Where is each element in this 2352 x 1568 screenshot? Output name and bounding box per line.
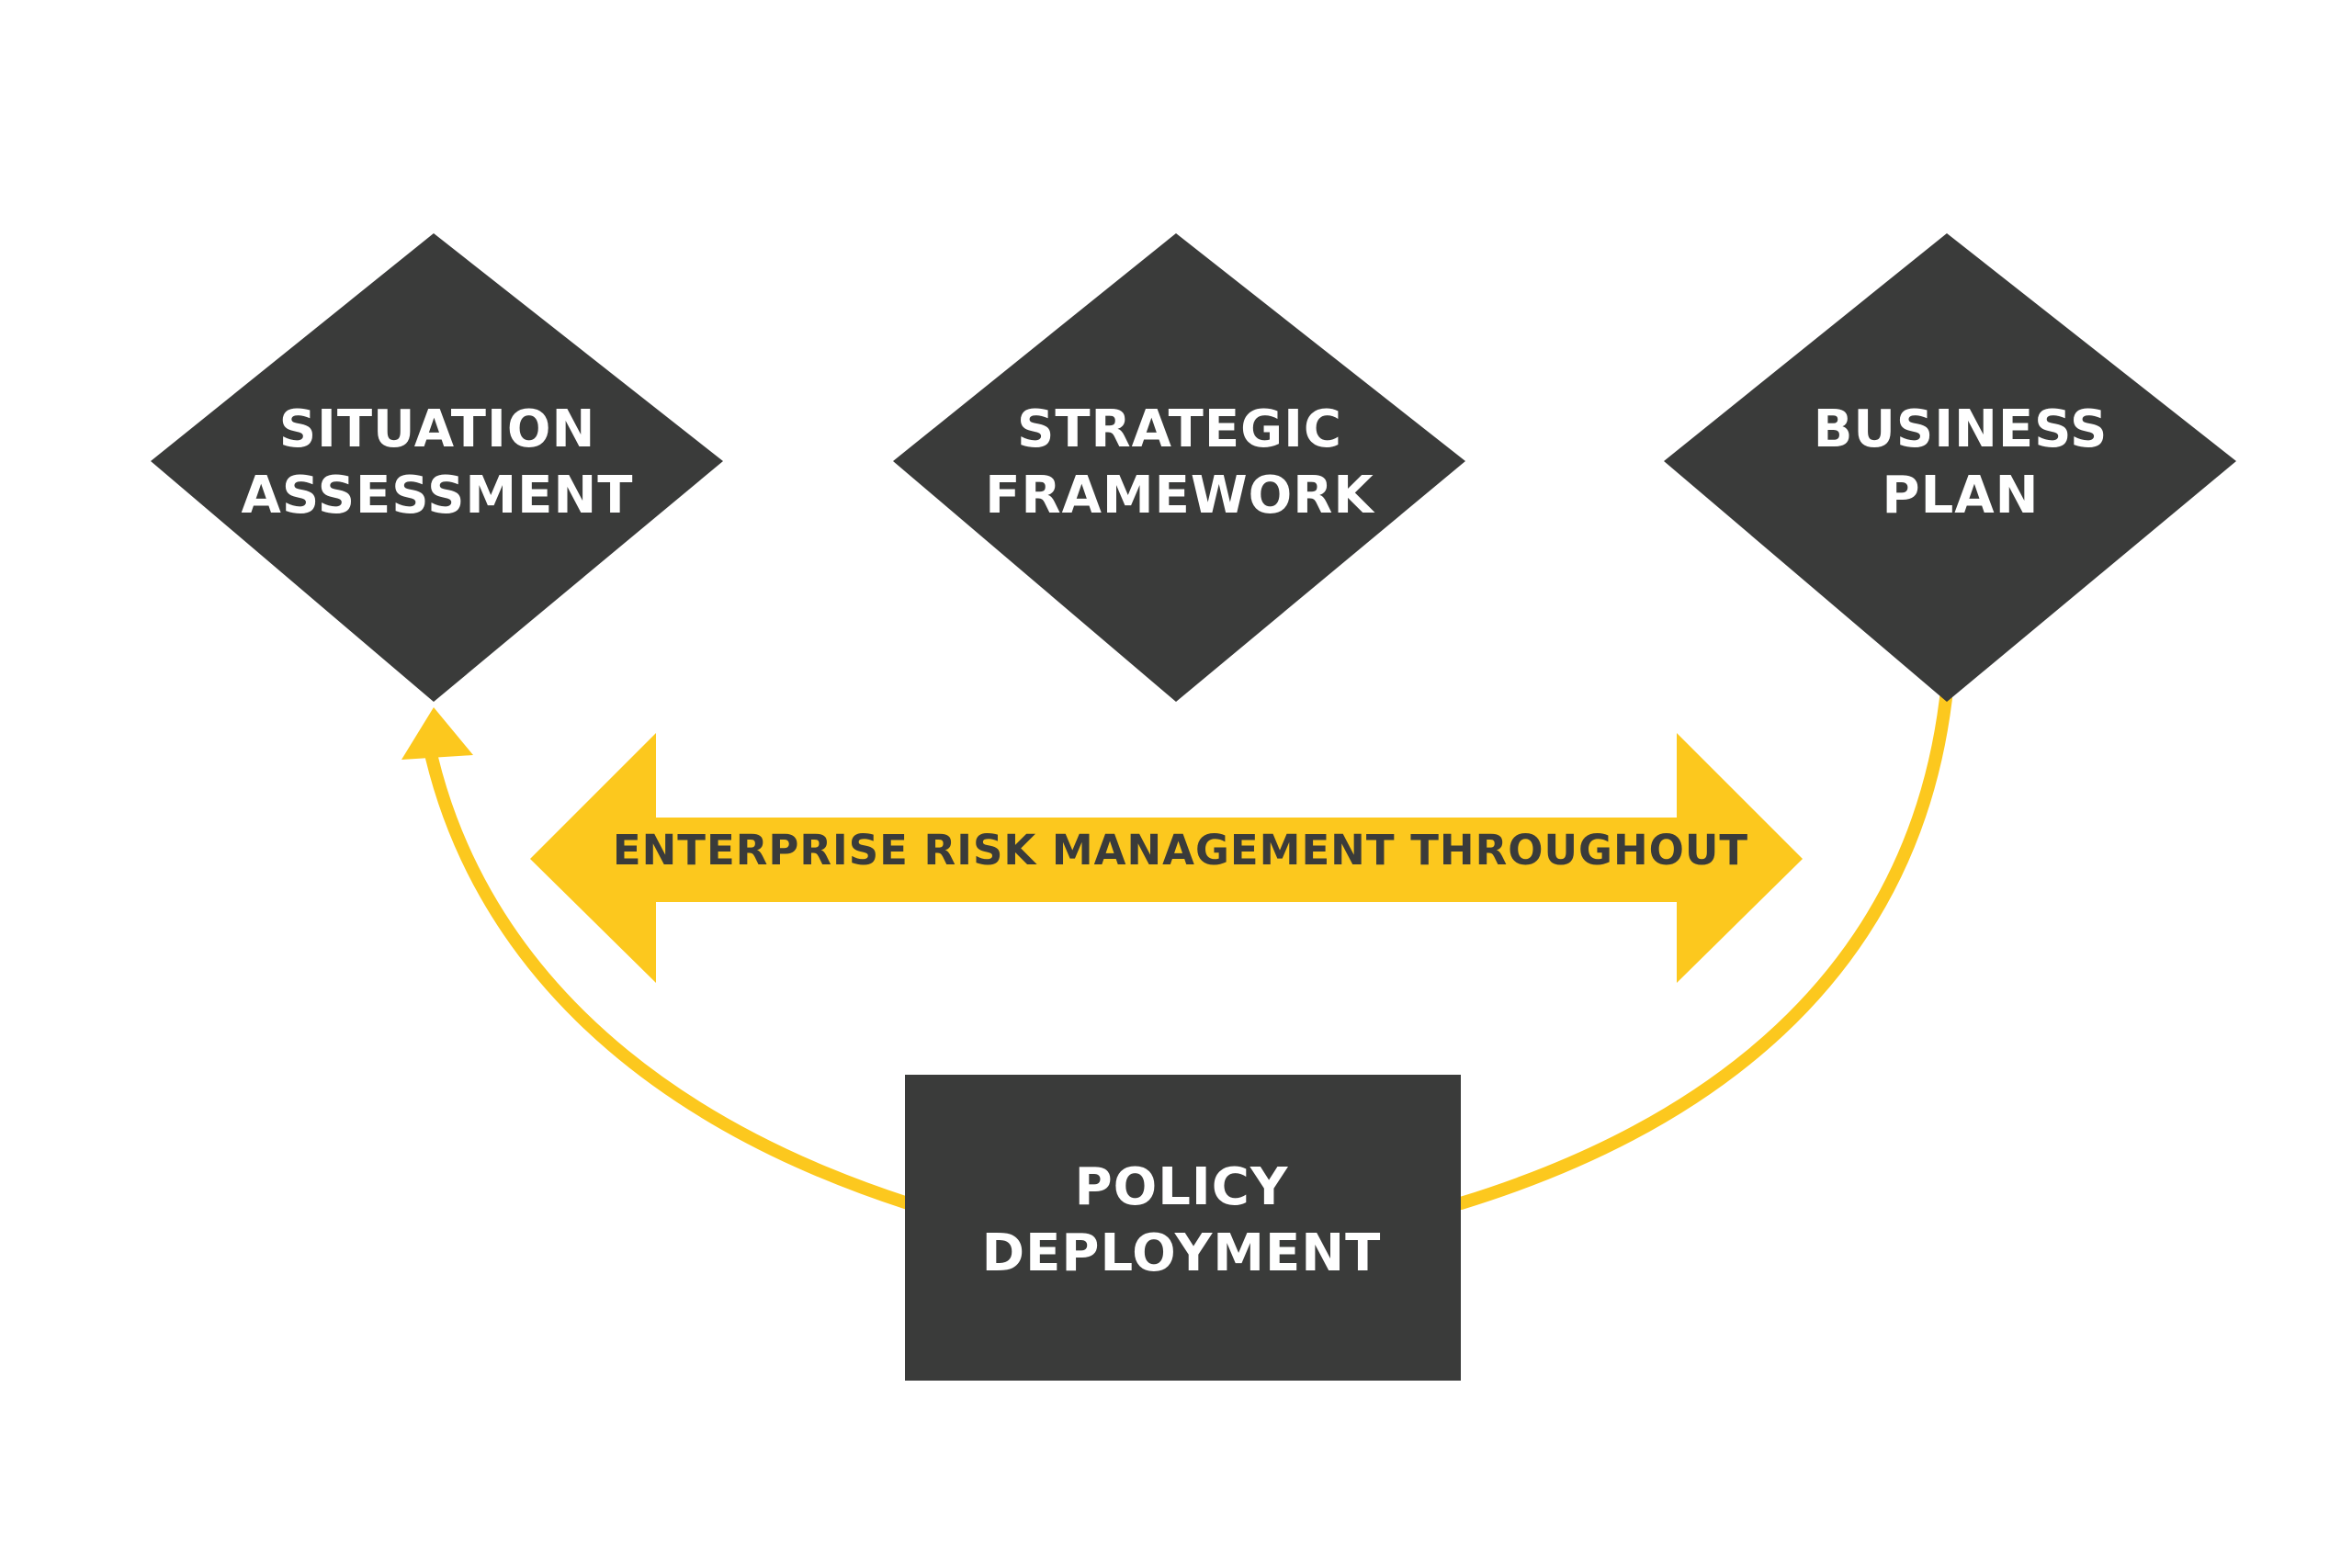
diamond-situation-assessment — [151, 233, 723, 702]
label-line: STRATEGIC — [1017, 400, 1342, 459]
label-business-plan: BUSINESS PLAN — [1685, 397, 2236, 529]
label-policy-deployment: POLICY DEPLOYMENT — [906, 1155, 1457, 1287]
label-line: FRAMEWORK — [985, 466, 1374, 525]
box-policy-deployment — [905, 1075, 1461, 1381]
loop-arc-left — [425, 751, 914, 1210]
diamond-business-plan — [1664, 233, 2236, 702]
label-situation-assessment: SITUATION ASSESSMENT — [162, 397, 713, 529]
enterprise-risk-double-arrow — [530, 733, 1803, 983]
label-line: SITUATION — [278, 400, 596, 459]
label-strategic-framework: STRATEGIC FRAMEWORK — [904, 397, 1455, 529]
label-line: BUSINESS — [1813, 400, 2109, 459]
label-line: PLAN — [1882, 466, 2040, 525]
diamond-strategic-framework — [893, 233, 1465, 702]
loop-arrowhead — [401, 707, 473, 760]
label-line: POLICY — [1074, 1157, 1289, 1217]
label-line: DEPLOYMENT — [981, 1224, 1382, 1283]
label-enterprise-risk-management: ENTERPRISE RISK MANAGEMENT THROUGHOUT — [612, 826, 1749, 874]
label-line: ASSESSMENT — [241, 466, 634, 525]
loop-arc-right — [1454, 692, 1952, 1210]
